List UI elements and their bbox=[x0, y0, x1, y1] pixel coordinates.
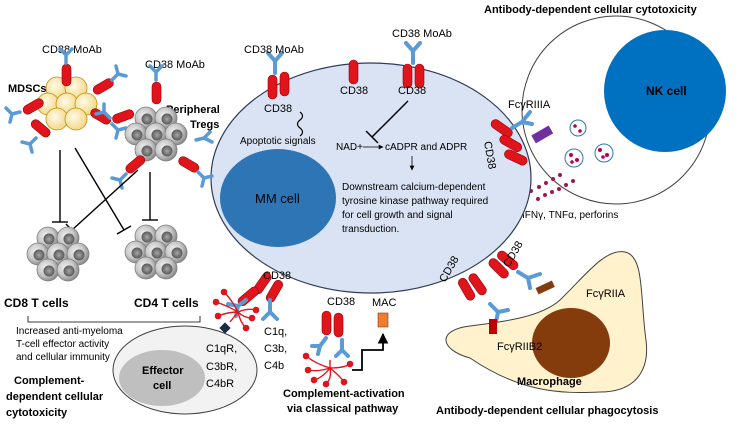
cdcc-title-2: dependent cellular bbox=[6, 391, 104, 403]
mac-arrow bbox=[352, 332, 389, 371]
cadpr-label: cADPR and ADPR bbox=[385, 142, 467, 153]
mac-complex bbox=[377, 312, 389, 328]
nad-label: NAD+ bbox=[336, 142, 363, 153]
c1qr-label: C1qR, bbox=[206, 343, 237, 355]
c3b-label: C3b, bbox=[264, 343, 287, 355]
complement-activation-title-1: Complement-activation bbox=[283, 388, 405, 400]
complement-receptor bbox=[219, 322, 231, 334]
c3br-label: C3bR, bbox=[206, 361, 237, 373]
nk-cell-label: NK cell bbox=[646, 84, 687, 98]
cd38-receptor-top-center bbox=[348, 59, 359, 85]
nk-granules bbox=[564, 119, 614, 168]
cd38-moab-label-2: CD38 MoAb bbox=[392, 28, 452, 40]
fcgr-iib2-receptor bbox=[489, 319, 497, 334]
treg-cluster bbox=[94, 64, 214, 190]
mac-label: MAC bbox=[372, 297, 397, 309]
released-granules bbox=[529, 173, 575, 201]
cd38-receptor-bottom-left bbox=[226, 272, 283, 321]
cd38-label-4: CD38 bbox=[481, 140, 498, 170]
mdscs-label: MDSCs bbox=[8, 83, 47, 95]
fcgr-iia-receptor bbox=[535, 280, 555, 295]
effector-cell-nucleus bbox=[119, 350, 205, 406]
cytokines-label: IFNγ, TNFα, perforins bbox=[522, 210, 618, 221]
effector-cell-label-1: Effector bbox=[142, 365, 184, 377]
fcgr-iiia-label: FcγRIIIA bbox=[508, 99, 551, 111]
tregs-label: Tregs bbox=[190, 119, 219, 131]
fcgr-iia-label: FcγRIIA bbox=[586, 288, 626, 300]
peripheral-label: Peripheral bbox=[166, 104, 220, 116]
cd38-label-3: CD38 bbox=[398, 85, 426, 97]
cdcc-title-1: Complement- bbox=[14, 375, 85, 387]
adcp-title: Antibody-dependent cellular phagocytosis bbox=[436, 405, 658, 417]
cd38-receptor-top-left bbox=[266, 51, 290, 100]
cd38-receptor-bottom-right bbox=[458, 250, 542, 324]
mdsc-cluster bbox=[4, 47, 128, 154]
downstream-text-3: for cell growth and signal bbox=[342, 210, 453, 221]
adcc-title: Antibody-dependent cellular cytotoxicity bbox=[484, 4, 698, 16]
nk-cell-nucleus bbox=[604, 30, 726, 152]
downstream-text-1: Downstream calcium-dependent bbox=[342, 182, 486, 193]
c4b-label: C4b bbox=[264, 360, 284, 372]
mm-cell-nucleus bbox=[220, 149, 336, 247]
cd38-label-5: CD38 bbox=[263, 270, 291, 282]
inhibit-line bbox=[371, 100, 409, 138]
immunity-text-1: Increased anti-myeloma bbox=[16, 326, 123, 337]
apoptotic-signal-squiggle bbox=[296, 111, 304, 137]
cd38-label-6: CD38 bbox=[327, 296, 355, 308]
mm-cell-label: MM cell bbox=[255, 191, 300, 206]
cd8-tcell-cluster bbox=[26, 226, 90, 282]
inhibit-bar bbox=[365, 130, 379, 144]
cd4-label: CD4 T cells bbox=[134, 296, 199, 310]
cd38-label-1: CD38 bbox=[264, 103, 292, 115]
cd8-label: CD8 T cells bbox=[4, 296, 69, 310]
apoptotic-signals-label: Apoptotic signals bbox=[240, 136, 316, 147]
complement-c1q-left bbox=[212, 288, 260, 332]
cd38-receptor-right bbox=[490, 110, 534, 166]
downstream-text-4: transduction. bbox=[342, 224, 399, 235]
cd38-receptor-top-right bbox=[402, 41, 425, 89]
complement-activation-title-2: via classical pathway bbox=[287, 403, 399, 415]
fcgr-iib2-label: FcγRIIB2 bbox=[497, 341, 542, 353]
c4br-label: C4bR bbox=[206, 378, 234, 390]
macrophage-nucleus bbox=[532, 308, 610, 378]
cdcc-title-3: cytotoxicity bbox=[6, 407, 68, 419]
immunity-text-2: T-cell effector activity bbox=[16, 339, 109, 350]
c1q-label: C1q, bbox=[264, 326, 287, 338]
cd38-label-2: CD38 bbox=[340, 85, 368, 97]
downstream-text-2: tyrosine kinase pathway required bbox=[342, 196, 488, 207]
cd38-moab-label-1: CD38 MoAb bbox=[244, 44, 304, 56]
tcell-bracket bbox=[27, 316, 201, 323]
complement-c1q-center bbox=[302, 352, 354, 388]
cd38-receptor-bottom bbox=[310, 310, 350, 358]
effector-cell-label-2: cell bbox=[153, 380, 171, 392]
fcgr-iiia-receptor bbox=[531, 125, 554, 144]
cd4-tcell-cluster bbox=[124, 224, 188, 280]
immunity-text-3: and cellular immunity bbox=[16, 352, 110, 363]
macrophage-label: Macrophage bbox=[517, 376, 582, 388]
